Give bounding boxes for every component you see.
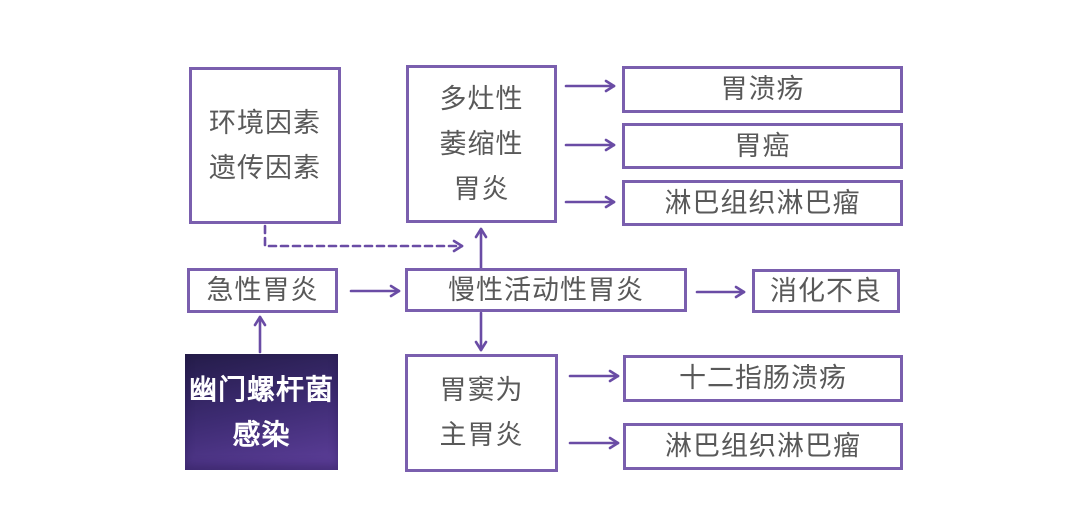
node-gastric-cancer: 胃癌 [622,123,903,169]
node-malt-lymphoma-lower-label: 淋巴组织淋巴瘤 [665,431,861,461]
node-malt-lymphoma-upper: 淋巴组织淋巴瘤 [622,180,903,226]
node-env-genetic-line2: 遗传因素 [209,152,321,183]
node-malt-lymphoma-lower: 淋巴组织淋巴瘤 [623,423,903,470]
node-gastric-ulcer-label: 胃溃疡 [720,74,805,104]
node-acute-gastritis-label: 急性胃炎 [206,275,319,305]
node-env-genetic: 环境因素 遗传因素 [189,67,341,224]
node-gastric-cancer-label: 胃癌 [734,130,791,161]
node-duodenal-ulcer: 十二指肠溃疡 [623,355,903,402]
node-antral-gastritis: 胃窦为 主胃炎 [405,354,558,472]
dashed-arrow-env-to-multifocal [263,224,464,253]
node-multifocal-line1: 多灶性 [439,83,524,114]
node-duodenal-ulcer-label: 十二指肠溃疡 [679,363,847,393]
node-hp-infection-line1: 幽门螺杆菌 [188,374,334,405]
node-multifocal-line2: 萎缩性 [439,128,524,159]
node-antral-gastritis-line1: 胃窦为 [439,375,524,405]
node-hp-infection-line2: 感染 [232,419,291,450]
node-chronic-active-gastritis: 慢性活动性胃炎 [405,268,687,312]
node-hp-infection: 幽门螺杆菌 感染 [185,354,338,470]
node-env-genetic-line1: 环境因素 [209,107,321,138]
node-chronic-active-gastritis-label: 慢性活动性胃炎 [448,274,644,305]
node-gastric-ulcer: 胃溃疡 [622,66,903,113]
node-malt-lymphoma-upper-label: 淋巴组织淋巴瘤 [664,187,861,218]
node-dyspepsia: 消化不良 [752,269,900,313]
node-antral-gastritis-line2: 主胃炎 [439,420,524,450]
node-dyspepsia-label: 消化不良 [770,275,882,306]
node-multifocal-gastritis: 多灶性 萎缩性 胃炎 [406,65,557,223]
node-acute-gastritis: 急性胃炎 [187,268,338,313]
node-multifocal-line3: 胃炎 [453,173,510,204]
